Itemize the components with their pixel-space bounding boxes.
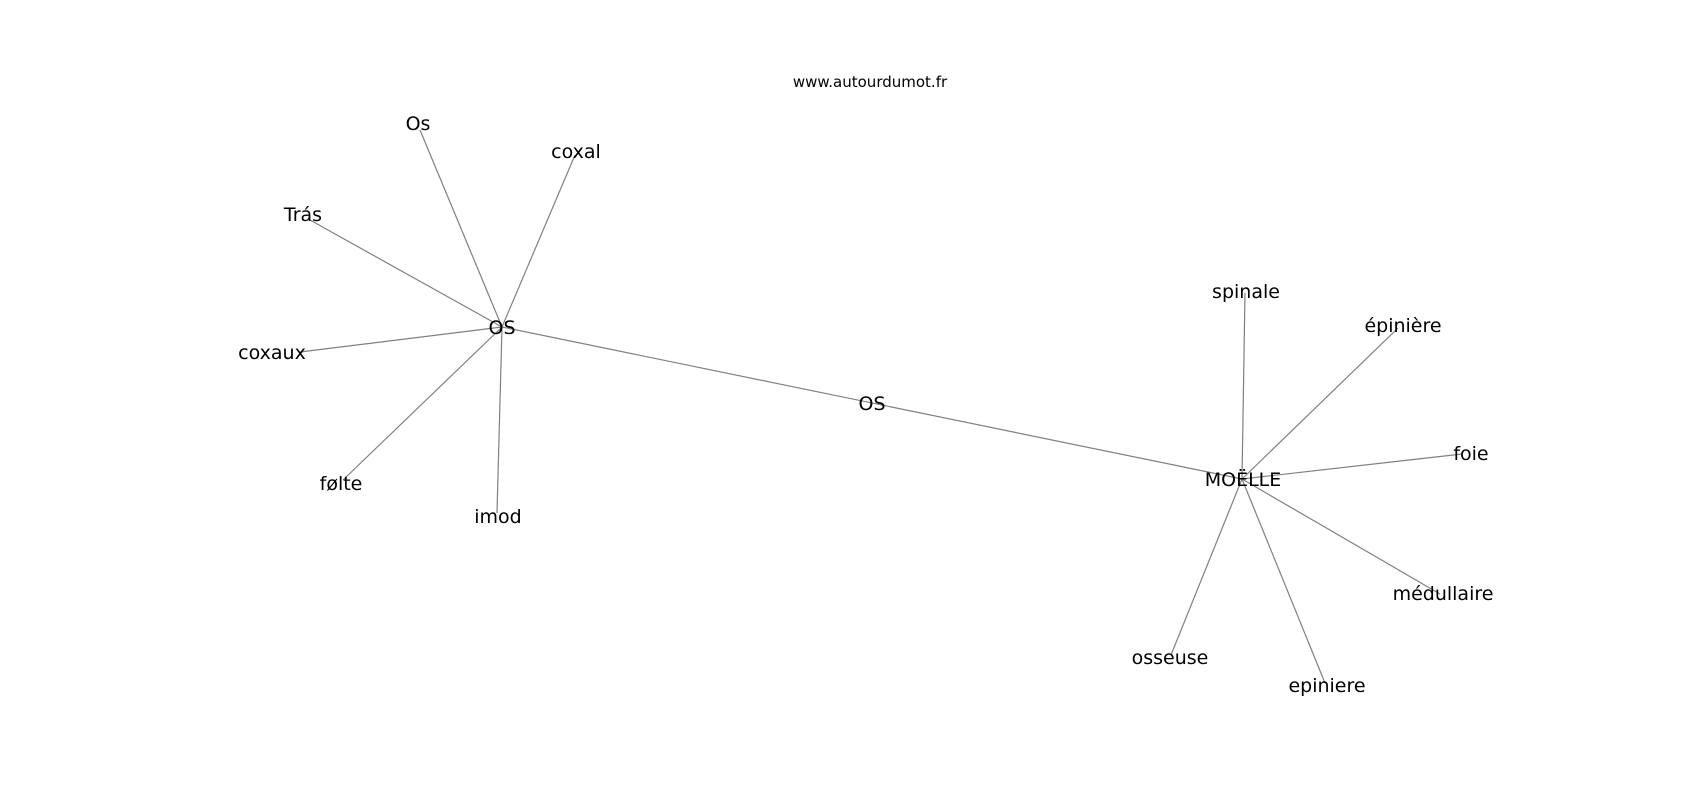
node-epiniere-accent: épinière (1364, 315, 1441, 337)
edge-moelle-foie (1241, 453, 1463, 480)
node-osseuse: osseuse (1132, 647, 1209, 669)
watermark: www.autourdumot.fr (793, 73, 948, 91)
hub-moelle: MOËLLE (1205, 468, 1282, 491)
edge-moelle-medullaire (1241, 478, 1441, 595)
edge-moelle-osseuse (1170, 478, 1243, 656)
edge-moelle-epiniere (1241, 478, 1326, 684)
node-Tras: Trás (283, 204, 322, 226)
node-imod: imod (474, 506, 521, 528)
node-coxal: coxal (551, 141, 601, 163)
edge-os-Tras (309, 219, 503, 328)
edge-os-coxal (501, 154, 576, 328)
node-epiniere: epiniere (1288, 675, 1365, 697)
edge-os-Os (419, 129, 503, 328)
hub-os: OS (488, 317, 515, 339)
node-labels: OS Os coxal Trás coxaux følte imod MOËLL… (238, 113, 1493, 697)
node-foie: foie (1453, 443, 1488, 465)
node-spinale: spinale (1212, 281, 1280, 303)
node-coxaux: coxaux (238, 342, 306, 364)
edge-os-coxaux (299, 326, 503, 353)
node-Os: Os (406, 113, 431, 135)
edge-os-moelle (501, 326, 1243, 480)
graph-edges (299, 129, 1463, 684)
edge-os-imod (496, 326, 503, 514)
link-label: OS (858, 393, 885, 415)
edge-os-folte (342, 326, 503, 481)
node-folte: følte (320, 473, 363, 495)
node-medullaire: médullaire (1393, 583, 1494, 605)
edge-moelle-epiniere-accent (1241, 327, 1399, 480)
edge-moelle-spinale (1241, 292, 1246, 480)
